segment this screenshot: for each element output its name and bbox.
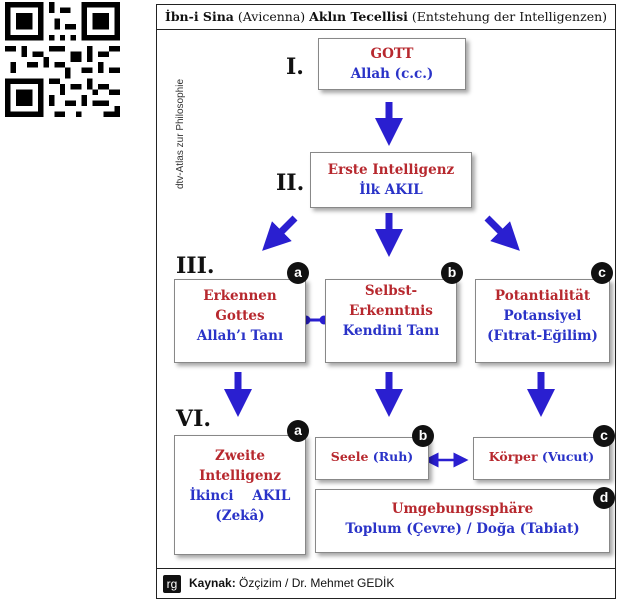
a3-line2: Gottes (215, 308, 265, 324)
badge-c-level4: c (593, 425, 615, 447)
a4-line3: İkinci AKIL (175, 486, 305, 506)
box-gott: GOTT Allah (c.c.) (318, 38, 466, 90)
box-erste-intelligenz: Erste Intelligenz İlk AKIL (310, 152, 472, 208)
qr-code (5, 2, 120, 117)
title-part1: İbn-i Sina (164, 9, 234, 24)
a4-line4: (Zekâ) (215, 508, 265, 524)
title-part4: (Entstehung der Intelligenzen) (411, 9, 608, 24)
box-umgebungssphaere: Umgebungssphäre Toplum (Çevre) / Doğa (T… (315, 489, 610, 553)
b4-blue: (Ruh) (372, 449, 414, 464)
erste-line2: İlk AKIL (359, 182, 423, 198)
diagram-title: İbn-i Sina (Avicenna) Aklın Tecellisi (E… (157, 5, 615, 30)
box-potantialitaet: Potantialität Potansiyel (Fıtrat-Eğilim) (475, 279, 610, 363)
roman-4: VI. (176, 406, 212, 432)
erste-line1: Erste Intelligenz (327, 162, 455, 178)
b3-line2: Erkenntnis (349, 303, 433, 319)
d4-line1: Umgebungssphäre (391, 501, 534, 517)
a4-line2: Intelligenz (199, 468, 281, 484)
a3-line1: Erkennen (203, 288, 277, 304)
footer-text: Özçizim / Dr. Mehmet GEDİK (239, 576, 395, 590)
title-part2: (Avicenna) (237, 9, 306, 24)
c4-red: Körper (488, 449, 538, 464)
box-koerper: Körper (Vucut) (473, 437, 610, 480)
c3-line3: (Fıtrat-Eğilim) (487, 328, 598, 344)
diagram-frame (156, 4, 616, 599)
d4-line2: Toplum (Çevre) / Doğa (Tabiat) (345, 521, 580, 537)
a4-line3b: AKIL (252, 488, 291, 504)
c3-line1: Potantialität (494, 288, 591, 304)
badge-a-level3: a (287, 262, 309, 284)
box-erkennen-gottes: Erkennen Gottes Allah’ı Tanı (174, 279, 306, 363)
b4-red: Seele (330, 449, 369, 464)
gott-line2: Allah (c.c.) (350, 66, 434, 82)
badge-b-level4: b (412, 425, 434, 447)
footer-label: Kaynak: (189, 576, 236, 590)
c4-blue: (Vucut) (541, 449, 595, 464)
b3-line1: Selbst- (364, 283, 418, 299)
badge-d-level4: d (593, 487, 615, 509)
roman-3: III. (176, 253, 215, 279)
side-label: dtv-Atlas zur Philosophie (175, 78, 186, 190)
roman-2: II. (276, 170, 305, 196)
c3-line2: Potansiyel (503, 308, 582, 324)
logo-icon: rg (163, 575, 181, 593)
footer: rg Kaynak: Özçizim / Dr. Mehmet GEDİK (157, 568, 615, 599)
a3-line3: Allah’ı Tanı (196, 328, 284, 344)
roman-1: I. (286, 54, 304, 80)
gott-line1: GOTT (370, 46, 414, 62)
a4-line3a: İkinci (189, 488, 234, 504)
badge-b-level3: b (441, 262, 463, 284)
title-part3: Aklın Tecellisi (309, 9, 408, 24)
badge-c-level3: c (591, 262, 613, 284)
badge-a-level4: a (287, 420, 309, 442)
box-selbst-erkenntnis: Selbst- Erkenntnis Kendini Tanı (325, 279, 457, 363)
a4-line1: Zweite (214, 448, 266, 464)
footer-source: Kaynak: Özçizim / Dr. Mehmet GEDİK (189, 576, 394, 590)
b3-line3: Kendini Tanı (342, 323, 440, 339)
box-seele: Seele (Ruh) (315, 437, 429, 480)
box-zweite-intelligenz: Zweite Intelligenz İkinci AKIL (Zekâ) (174, 435, 306, 555)
